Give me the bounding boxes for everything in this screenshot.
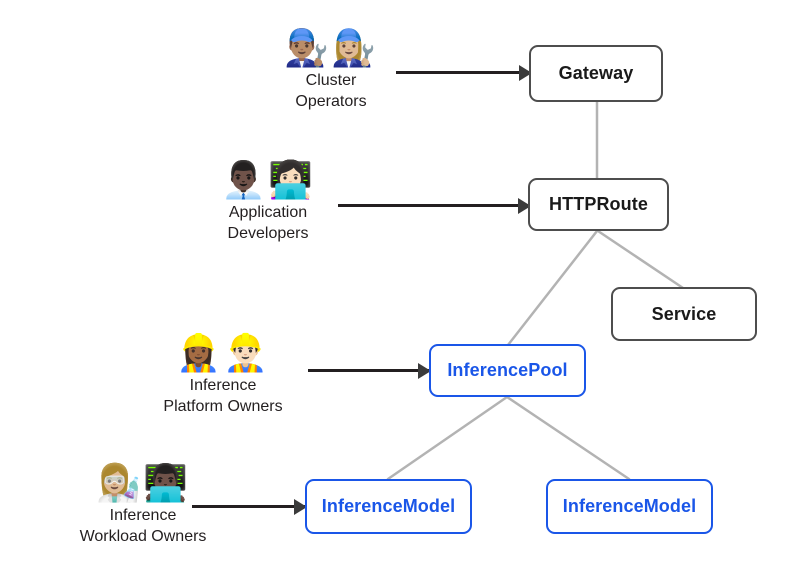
cluster-operators-label-line1: Cluster [305,72,357,89]
arrow-application-developers-to-httproute [338,204,529,207]
edge-inferencepool-model-left [386,395,509,481]
persona-inference-platform-owners: 👷🏾‍♀️👷🏻‍♂️ Inference Platform Owners [110,333,336,417]
node-gateway[interactable]: Gateway [529,45,663,102]
inference-platform-owners-label-line1: Inference [189,377,257,394]
arrow-inference-workload-owners-to-inferencemodel [192,505,305,508]
persona-application-developers: 👨🏿‍💼👩🏻‍💻 Application Developers [193,160,343,244]
node-service-label: Service [651,303,717,324]
inference-workload-owners-label-line1: Inference [109,507,177,524]
edge-httproute-service [596,229,685,290]
node-httproute-label: HTTPRoute [549,194,648,214]
node-inferencepool[interactable]: InferencePool [429,344,586,397]
node-inferencemodel-left-label: InferenceModel [321,496,456,516]
cluster-operators-icon: 👨🏽‍🔧👩🏼‍🔧 [284,28,378,69]
node-inferencepool-label: InferencePool [447,360,568,380]
application-developers-icon: 👨🏿‍💼👩🏻‍💻 [221,160,315,201]
cluster-operators-label-line2: Operators [295,93,367,110]
persona-inference-workload-owners: 👩🏼‍🔬👨🏿‍💻 Inference Workload Owners [35,463,251,547]
node-service[interactable]: Service [611,287,757,341]
inference-workload-owners-label-line2: Workload Owners [79,528,207,545]
node-inferencemodel-right-label: InferenceModel [562,496,697,516]
inference-platform-owners-icon: 👷🏾‍♀️👷🏻‍♂️ [176,333,270,374]
node-httproute[interactable]: HTTPRoute [528,178,669,231]
application-developers-label-line1: Application [228,204,308,221]
inference-platform-owners-label-line2: Platform Owners [163,398,283,415]
inference-workload-owners-icon: 👩🏼‍🔬👨🏿‍💻 [96,463,190,504]
application-developers-label-line2: Developers [227,225,309,242]
node-inferencemodel-left[interactable]: InferenceModel [305,479,472,534]
edge-httproute-inferencepool [506,229,599,347]
arrow-cluster-operators-to-gateway [396,71,530,74]
edge-inferencepool-model-right [505,395,631,481]
arrow-inference-platform-owners-to-inferencepool [308,369,429,372]
node-inferencemodel-right[interactable]: InferenceModel [546,479,713,534]
persona-cluster-operators: 👨🏽‍🔧👩🏼‍🔧 Cluster Operators [256,28,406,112]
node-gateway-label: Gateway [558,63,634,83]
